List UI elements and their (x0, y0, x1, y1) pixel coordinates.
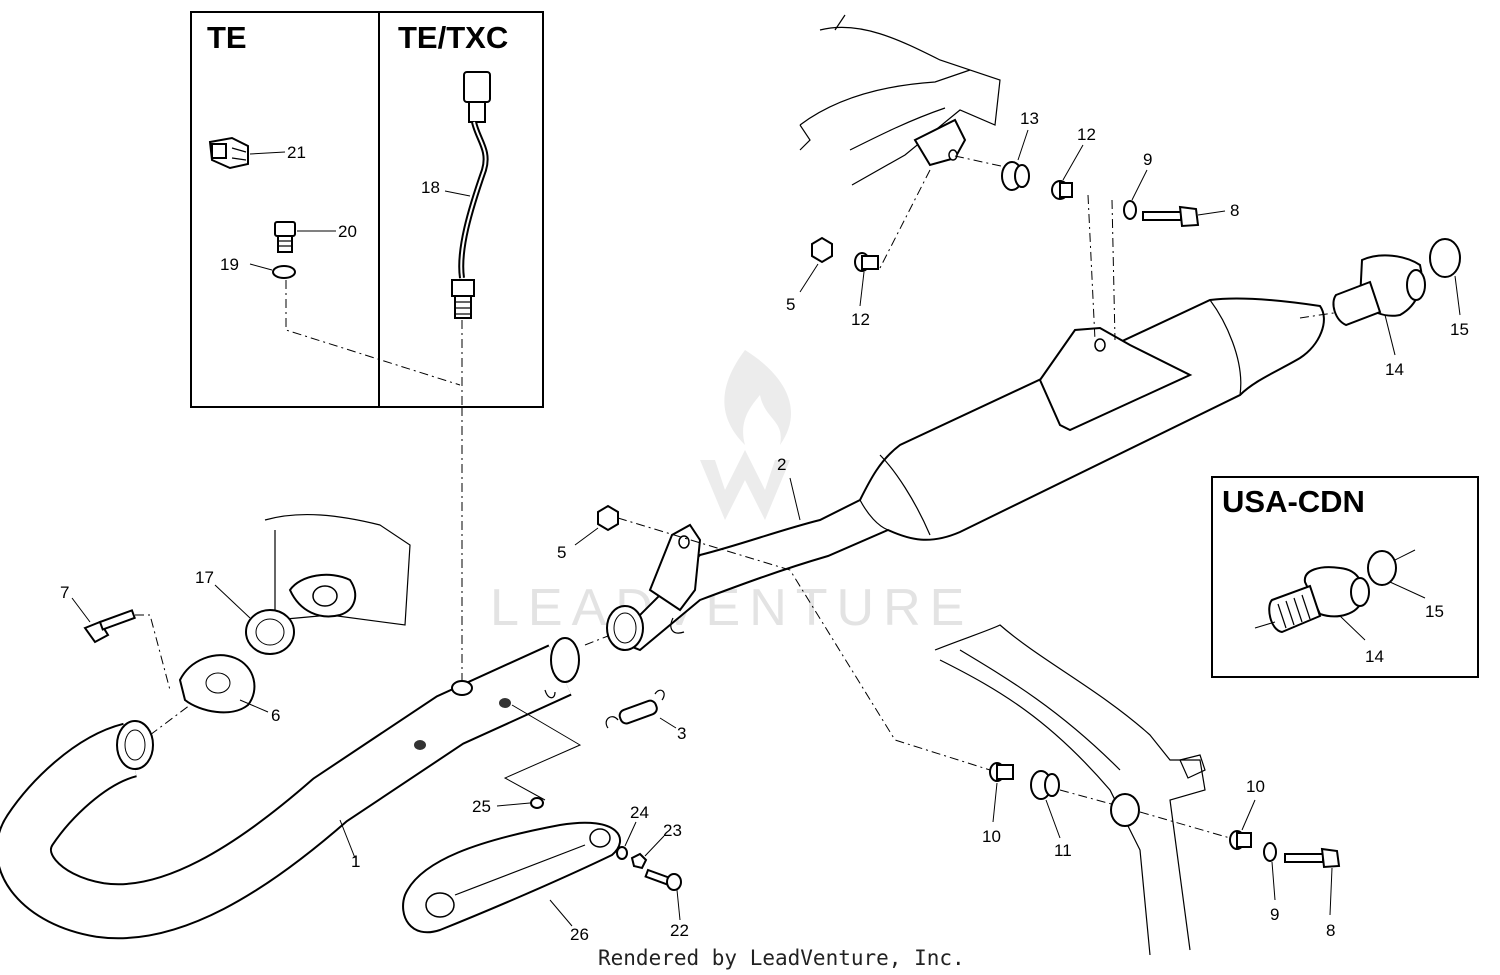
part-20-sensor-plug[interactable] (274, 221, 296, 253)
callout-9-top: 9 (1143, 150, 1152, 169)
part-10-collar-middle[interactable] (989, 762, 1014, 782)
part-14-spark-arrestor-usa[interactable] (1268, 566, 1370, 634)
part-5-nut-top[interactable] (811, 236, 833, 264)
callout-22: 22 (670, 921, 689, 940)
part-12-collar-lower[interactable] (854, 252, 879, 272)
part-9-washer-lower[interactable] (1263, 842, 1277, 862)
part-7-bolt[interactable] (83, 609, 136, 644)
callout-1: 1 (351, 852, 360, 871)
usa-cdn-inset: USA-CDN 15 14 (1211, 476, 1479, 678)
part-22-bolt[interactable] (644, 868, 682, 891)
te-box-title: TE (207, 20, 247, 55)
callout-24: 24 (630, 803, 649, 822)
part-24-washer[interactable] (616, 846, 628, 860)
leadventure-watermark: LEADVENTURE (490, 350, 964, 637)
callout-3: 3 (677, 724, 686, 743)
part-2-muffler[interactable] (606, 297, 1325, 652)
callout-5-top: 5 (786, 295, 795, 314)
part-11-grommet[interactable] (1030, 770, 1060, 800)
footer-credit: Rendered by LeadVenture, Inc. (598, 946, 965, 970)
rear-frame-top (799, 14, 1001, 186)
part-5-nut-middle[interactable] (597, 504, 619, 532)
part-6-flange[interactable] (178, 654, 256, 714)
callout-18: 18 (421, 178, 440, 197)
callout-17: 17 (195, 568, 214, 587)
part-1-header-pipe[interactable] (0, 637, 580, 940)
usa-cdn-box-title: USA-CDN (1222, 484, 1365, 519)
callout-14: 14 (1385, 360, 1404, 379)
callout-14-usa: 14 (1365, 647, 1384, 666)
rear-frame-lower (934, 624, 1206, 956)
part-8-bolt-lower[interactable] (1284, 847, 1341, 869)
part-18-oxygen-sensor[interactable] (451, 71, 491, 319)
callout-26: 26 (570, 925, 589, 944)
part-12-collar-top[interactable] (1051, 180, 1073, 200)
callout-19: 19 (220, 255, 239, 274)
callout-10-middle: 10 (982, 827, 1001, 846)
part-19-washer[interactable] (272, 265, 296, 279)
callout-10-right: 10 (1246, 777, 1265, 796)
cylinder-head (264, 513, 411, 626)
part-26-heat-shield[interactable] (402, 821, 622, 934)
callout-15-usa: 15 (1425, 602, 1444, 621)
callout-8-lower: 8 (1326, 921, 1335, 940)
callout-13: 13 (1020, 109, 1039, 128)
part-13-grommet[interactable] (1001, 161, 1030, 191)
part-25-washer[interactable] (530, 797, 544, 809)
part-10-collar-right[interactable] (1229, 830, 1252, 850)
callout-12-top: 12 (1077, 125, 1096, 144)
callout-5-middle: 5 (557, 543, 566, 562)
callout-9-lower: 9 (1270, 905, 1279, 924)
callout-20: 20 (338, 222, 357, 241)
callout-11: 11 (1054, 841, 1072, 860)
part-15-clamp[interactable] (1429, 238, 1461, 278)
part-14-spark-arrestor[interactable] (1332, 254, 1426, 327)
callout-25: 25 (472, 797, 491, 816)
callout-23: 23 (663, 821, 682, 840)
part-15-clamp-usa[interactable] (1367, 550, 1397, 586)
callout-2: 2 (777, 455, 786, 474)
callout-6: 6 (271, 706, 280, 725)
callout-21: 21 (287, 143, 306, 162)
part-9-washer-top[interactable] (1123, 200, 1137, 220)
part-8-bolt-top[interactable] (1142, 205, 1200, 228)
part-21-connector[interactable] (208, 136, 249, 170)
callout-8-top: 8 (1230, 201, 1239, 220)
callout-12-lower: 12 (851, 310, 870, 329)
callout-7: 7 (60, 583, 69, 602)
part-23-nut[interactable] (630, 852, 648, 870)
callout-15: 15 (1450, 320, 1469, 339)
te-variant-inset: TE TE/TXC (190, 11, 544, 410)
te-txc-box-title: TE/TXC (398, 20, 508, 55)
part-3-spring[interactable] (605, 689, 665, 729)
